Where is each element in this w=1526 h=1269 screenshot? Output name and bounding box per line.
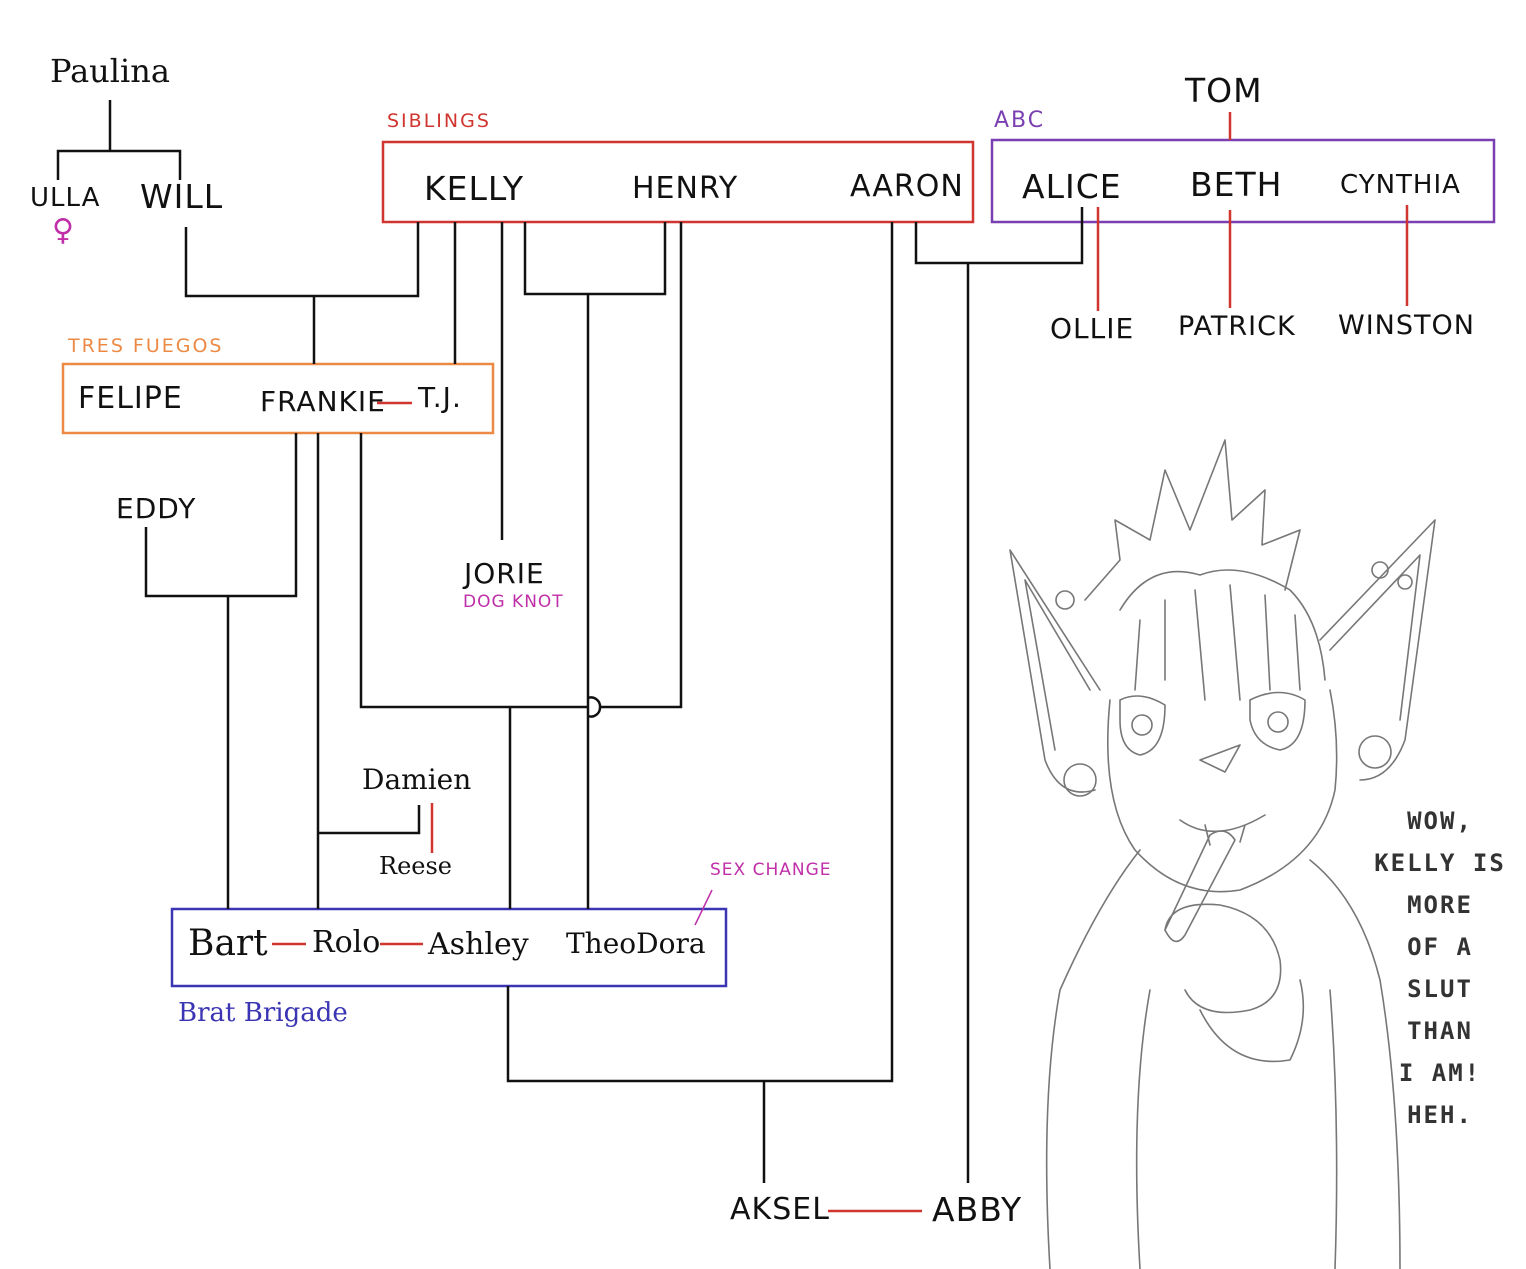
- tres-fuegos-box: [61, 362, 495, 435]
- abc-label: ABC: [994, 108, 1046, 133]
- person-felipe: FELIPE: [78, 381, 183, 416]
- line-tj-henry: [359, 433, 588, 709]
- dog-knot-note: DOG KNOT: [463, 592, 564, 612]
- sketch-neck: [1045, 849, 1141, 1269]
- line-frankie-eddy: [144, 433, 298, 598]
- sketch-bangs: [1119, 569, 1326, 701]
- person-theodora: TheoDora: [566, 927, 706, 960]
- line-ashley-aaron: [506, 222, 894, 1083]
- person-aksel: AKSEL: [730, 1192, 830, 1227]
- line-aaron-alice: [914, 207, 1084, 265]
- line-hop: [587, 696, 602, 718]
- siblings-box: [381, 140, 975, 224]
- sketch-collar: [1199, 979, 1305, 1063]
- line-damien-rolo: [318, 805, 421, 835]
- sketch-hair: [1084, 439, 1301, 601]
- line-kelly-henry: [523, 222, 667, 296]
- speech-line: SLUT: [1407, 975, 1473, 1003]
- sketch-right-ear-inner: [1329, 554, 1421, 721]
- sketch-sleeve: [1135, 989, 1338, 1269]
- siblings-label: SIBLINGS: [387, 110, 491, 132]
- tres-fuegos-label: TRES FUEGOS: [68, 335, 224, 357]
- brat-brigade-box: [170, 907, 728, 988]
- character-sketch: [1009, 439, 1436, 1269]
- person-jorie: JORIE: [464, 557, 545, 590]
- sketch-left-ear-inner: [1024, 579, 1091, 751]
- speech-line: OF A: [1407, 933, 1473, 961]
- person-aaron: AARON: [850, 169, 964, 204]
- sketch-mouth: [1179, 814, 1266, 846]
- sketch-earring-1: [1055, 590, 1075, 610]
- speech-line: KELLY IS: [1374, 849, 1506, 877]
- person-tj: T.J.: [418, 381, 462, 414]
- sketch-gauge-right: [1358, 735, 1392, 769]
- sketch-left-eye: [1119, 695, 1166, 756]
- line-ulla-will-bar: [56, 149, 182, 180]
- sketch-nose: [1199, 744, 1241, 773]
- speech-line: HEH.: [1407, 1101, 1473, 1129]
- person-ulla: ULLA: [30, 183, 101, 213]
- person-tom: TOM: [1185, 71, 1263, 110]
- person-cynthia: CYNTHIA: [1340, 170, 1461, 200]
- sketch-right-eye: [1249, 691, 1306, 751]
- sketch-right-pupil: [1267, 711, 1289, 733]
- person-winston: WINSTON: [1338, 310, 1475, 341]
- person-rolo: Rolo: [312, 925, 381, 960]
- lineage-lines: [56, 100, 1084, 1183]
- person-eddy: EDDY: [116, 492, 197, 525]
- brat-brigade-label: Brat Brigade: [178, 998, 348, 1028]
- sketch-face: [1106, 689, 1338, 893]
- sketch-hand: [1164, 903, 1282, 1014]
- speech-line: WOW,: [1407, 807, 1473, 835]
- sketch-left-ear: [1009, 549, 1101, 793]
- line-henry-down: [600, 222, 683, 709]
- speech-text: WOW, KELLY IS MORE OF A SLUT THAN I AM! …: [1360, 800, 1520, 1136]
- person-beth: BETH: [1190, 165, 1283, 204]
- sketch-finger: [1164, 830, 1236, 943]
- person-bart: Bart: [188, 923, 268, 964]
- sketch-gauge-left: [1063, 763, 1097, 797]
- female-icon: ♀: [52, 213, 74, 248]
- group-boxes: [61, 138, 1496, 988]
- line-will-kelly: [184, 222, 420, 298]
- sketch-body: [1309, 859, 1401, 1269]
- sketch-right-ear: [1319, 519, 1436, 781]
- person-ollie: OLLIE: [1050, 312, 1135, 345]
- person-abby: ABBY: [932, 1190, 1023, 1229]
- speech-line: MORE: [1407, 891, 1473, 919]
- person-ashley: Ashley: [428, 927, 529, 962]
- speech-line: THAN: [1407, 1017, 1473, 1045]
- sketch-earring-2: [1371, 561, 1389, 579]
- person-damien: Damien: [362, 763, 472, 796]
- sketch-left-pupil: [1131, 714, 1153, 736]
- sex-change-pointer: [694, 889, 713, 926]
- person-henry: HENRY: [632, 171, 739, 206]
- speech-line: I AM!: [1398, 1059, 1482, 1087]
- person-alice: ALICE: [1022, 167, 1122, 206]
- red-links: [272, 112, 1409, 1213]
- person-kelly: KELLY: [424, 169, 525, 208]
- person-paulina: Paulina: [50, 52, 170, 90]
- person-will: WILL: [140, 177, 224, 216]
- person-patrick: PATRICK: [1178, 311, 1296, 342]
- abc-box: [990, 138, 1496, 224]
- sex-change-note: SEX CHANGE: [710, 860, 832, 880]
- sketch-earring-3: [1397, 574, 1413, 590]
- person-reese: Reese: [379, 852, 452, 880]
- person-frankie: FRANKIE: [260, 385, 386, 418]
